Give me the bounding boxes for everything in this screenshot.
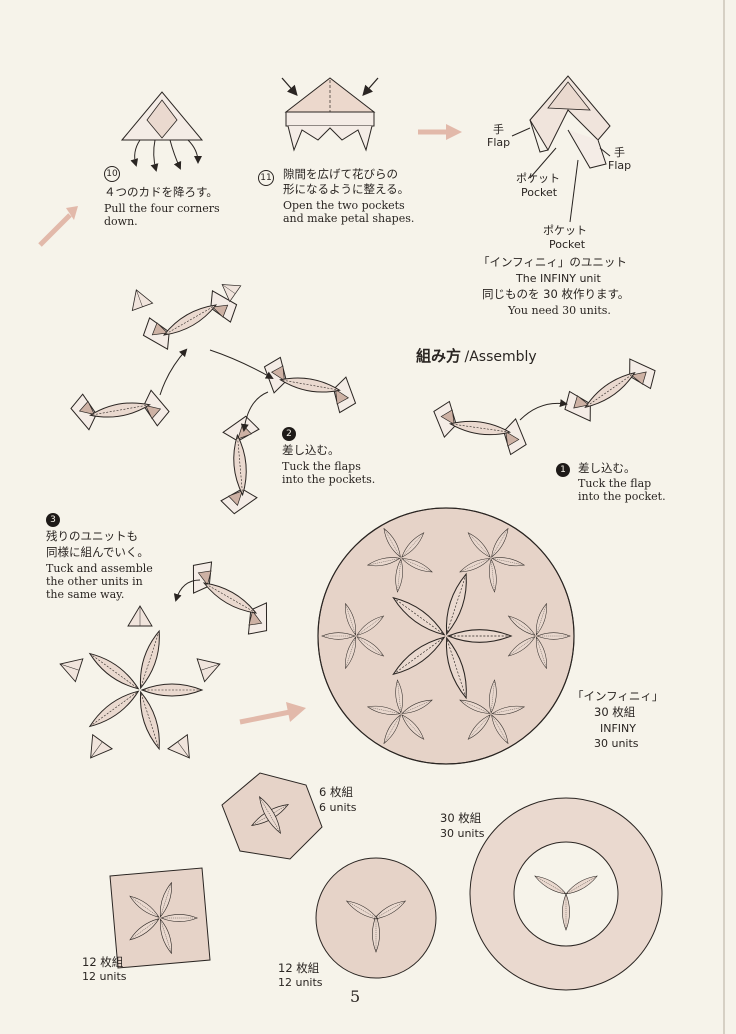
twelve-units-b-en: 12 units <box>278 976 323 989</box>
six-units-jp: 6 枚組 <box>319 785 353 799</box>
step10-number: 10 <box>104 166 120 182</box>
pocket-lower-en: Pocket <box>549 238 586 251</box>
step10-diagram <box>120 91 204 172</box>
assembly-step2-cluster <box>69 276 361 515</box>
step10-en-line2: down. <box>104 215 138 228</box>
assembly-step1-pair <box>429 344 662 456</box>
step11-jp-line2: 形になるように整える。 <box>283 182 410 196</box>
assembly-step1-jp: 差し込む。 <box>578 461 636 475</box>
infiny-count-jp: 30 枚組 <box>594 705 636 719</box>
need-units-en: You need 30 units. <box>508 304 611 317</box>
infiny-count-en: 30 units <box>594 737 639 750</box>
twelve-units-model-square <box>109 867 211 969</box>
assembly-step1-en1: Tuck the flap <box>578 477 652 490</box>
twelve-units-model-round <box>315 857 437 979</box>
assembly-step3-en2: the other units in <box>46 575 143 588</box>
assembly-step3-en1: Tuck and assemble <box>46 562 153 575</box>
step11-en-line2: and make petal shapes. <box>283 212 415 225</box>
page-number: 5 <box>350 987 361 1006</box>
assembly-step2-en1: Tuck the flaps <box>282 460 361 473</box>
thirty-units-en: 30 units <box>440 827 485 840</box>
step11-number: 11 <box>258 170 274 186</box>
infiny-name-jp: 「インフィニィ」 <box>572 689 664 703</box>
twelve-units-b-jp: 12 枚組 <box>278 961 320 975</box>
assembly-step3-star <box>55 555 282 766</box>
assembly-title-jp: 組み方 <box>416 347 462 365</box>
need-units-jp: 同じものを 30 枚作ります。 <box>482 287 630 301</box>
step10-label: 10 <box>104 166 120 182</box>
unit-title-jp: 「インフィニィ」のユニット <box>478 255 627 269</box>
assembly-step2-jp: 差し込む。 <box>282 443 340 457</box>
assembly-step2-en2: into the pockets. <box>282 473 376 486</box>
assembly-step2-number: 2 <box>282 427 296 441</box>
step11-diagram <box>281 77 379 152</box>
assembly-step1-marker: 1 <box>556 462 570 477</box>
six-units-model <box>221 772 323 860</box>
assembly-step3-en3: the same way. <box>46 588 125 601</box>
assembly-step3-marker: 3 <box>46 512 60 527</box>
thirty-units-model <box>469 797 663 991</box>
pocket-upper-jp: ポケット <box>516 172 560 185</box>
assembly-step3-jp2: 同様に組んでいく。 <box>46 545 149 559</box>
assembly-step3-jp1: 残りのユニットも <box>46 529 138 543</box>
assembly-title: 組み方 /Assembly <box>416 347 537 365</box>
infiny-name-en: INFINY <box>600 722 636 735</box>
flap-right-jp: 手 <box>614 146 625 159</box>
assembly-step3-number: 3 <box>46 513 60 527</box>
pocket-upper-en: Pocket <box>521 186 558 199</box>
step11-label: 11 <box>258 170 274 186</box>
six-units-en: 6 units <box>319 801 357 814</box>
twelve-units-a-jp: 12 枚組 <box>82 955 124 969</box>
step10-jp: ４つのカドを降ろす。 <box>104 185 218 199</box>
infiny-unit-diagram <box>511 75 611 223</box>
step11-jp-line1: 隙間を広げて花びらの <box>283 167 398 181</box>
flap-left-en: Flap <box>487 136 511 149</box>
unit-title-en: The INFINY unit <box>516 272 601 285</box>
flap-right-en: Flap <box>608 159 632 172</box>
pocket-lower-jp: ポケット <box>543 224 587 237</box>
assembly-step1-number: 1 <box>556 463 570 477</box>
assembly-title-en: /Assembly <box>464 349 537 365</box>
twelve-units-a-en: 12 units <box>82 970 127 983</box>
step10-en-line1: Pull the four corners <box>104 202 220 215</box>
assembly-step2-marker: 2 <box>282 426 296 441</box>
thirty-units-jp: 30 枚組 <box>440 811 482 825</box>
flap-left-jp: 手 <box>493 123 504 136</box>
assembly-step1-en2: into the pocket. <box>578 490 666 503</box>
step11-en-line1: Open the two pockets <box>283 199 405 212</box>
infiny-30-units-model <box>317 507 575 765</box>
